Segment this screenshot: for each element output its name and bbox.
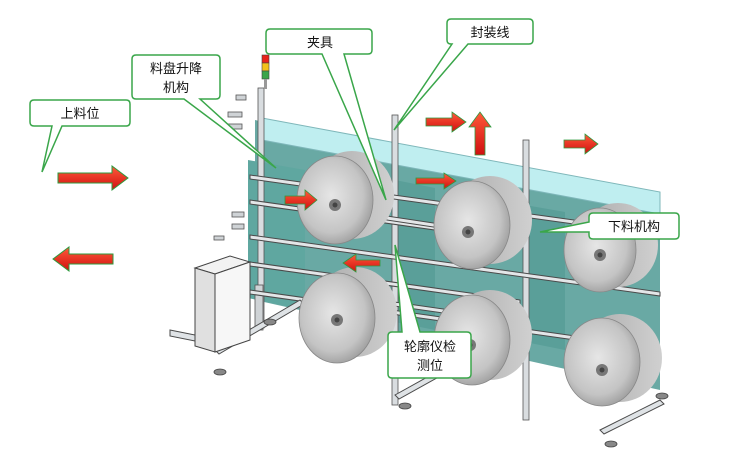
- red-arrow-icon: [284, 189, 318, 211]
- callout-sealing-line: 封装线: [393, 18, 534, 131]
- roll-bottom-1: [298, 267, 397, 364]
- callout-fixture-label: 夹具: [307, 36, 333, 51]
- roll-top-2: [433, 176, 532, 270]
- red-arrow-icon: [415, 172, 457, 190]
- red-arrow-icon: [425, 111, 467, 133]
- callout-loading-position-label: 上料位: [60, 107, 99, 122]
- callout-contour-label-1: 轮廓仪检: [404, 339, 456, 355]
- callouts: 上料位 料盘升降 机构 夹具 封装线 下料机构 轮廓仪检 测位: [29, 18, 680, 379]
- red-arrow-icon: [342, 253, 381, 273]
- callout-tray-lift-label-2: 机构: [163, 81, 189, 96]
- callout-loading-position: 上料位: [29, 99, 131, 173]
- flow-arrows: [52, 111, 599, 273]
- roll-bottom-3: [563, 314, 662, 407]
- red-arrow-icon: [57, 165, 129, 191]
- callout-unloading: 下料机构: [539, 212, 680, 240]
- roll-top-1: [296, 151, 394, 245]
- callout-tray-lift-label-1: 料盘升降: [150, 61, 202, 77]
- callout-unloading-label: 下料机构: [608, 220, 660, 235]
- callout-fixture: 夹具: [265, 28, 387, 201]
- electric-cabinet: [193, 255, 252, 353]
- red-arrow-icon: [468, 111, 492, 156]
- signal-light-icon: [261, 54, 270, 89]
- red-arrow-icon: [563, 133, 599, 155]
- callout-contour-inspection: 轮廓仪检 测位: [387, 244, 472, 379]
- callout-tray-lift: 料盘升降 机构: [131, 54, 277, 169]
- callout-contour-label-2: 测位: [417, 359, 443, 374]
- callout-sealing-line-label: 封装线: [470, 26, 509, 41]
- red-arrow-icon: [52, 246, 114, 272]
